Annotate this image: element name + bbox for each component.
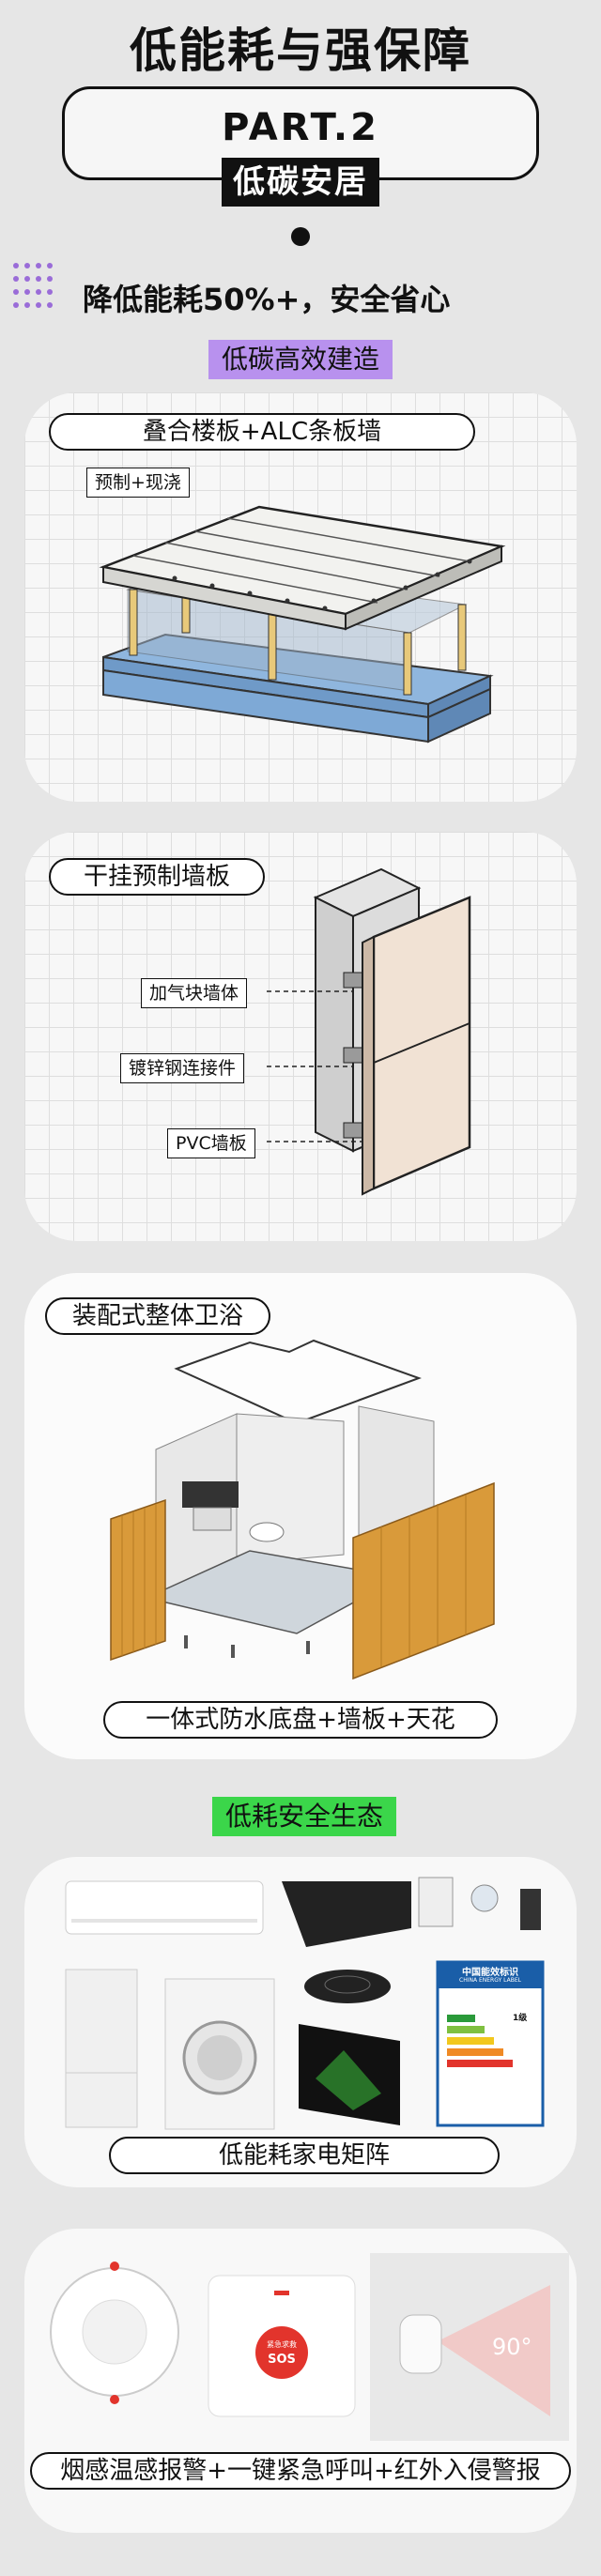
- safety-illustration: [50, 2253, 569, 2441]
- card-title: 干挂预制墙板: [49, 858, 265, 896]
- part-label: PART.2: [222, 106, 379, 149]
- wall-panel-illustration: [267, 867, 471, 1196]
- bathroom-caption: 一体式防水底盘+墙板+天花: [103, 1701, 498, 1739]
- wall-label-connector: 镀锌钢连接件: [120, 1053, 245, 1083]
- decorative-dots-icon: [13, 263, 54, 319]
- floor-slab-illustration: [99, 505, 506, 744]
- bathroom-illustration: [110, 1339, 495, 1680]
- safety-caption: 烟感温感报警+一键紧急呼叫+红外入侵警报: [30, 2452, 571, 2490]
- card-title: 叠合楼板+ALC条板墙: [49, 413, 475, 451]
- sos-text: SOS: [268, 2353, 296, 2367]
- section-tag-low-carbon: 低碳高效建造: [208, 340, 393, 379]
- wall-label-block: 加气块墙体: [141, 978, 248, 1008]
- energy-label-grade: 1级: [513, 2014, 528, 2023]
- card-safety: 紧急求救 SOS 90° 烟感温感报警+一键紧急呼叫+红外入侵警报: [24, 2229, 577, 2533]
- precast-label: 预制+现浇: [86, 468, 190, 498]
- card-appliances: 中国能效标识 CHINA ENERGY LABEL 1级 低能耗家电矩阵: [24, 1857, 577, 2187]
- angle-text: 90°: [492, 2334, 532, 2360]
- wall-label-pvc: PVC墙板: [167, 1128, 255, 1158]
- appliances-caption: 低能耗家电矩阵: [109, 2137, 500, 2174]
- bullet-dot: [291, 227, 310, 246]
- energy-label-subtitle: CHINA ENERGY LABEL: [459, 1977, 521, 1984]
- sos-top-text: 紧急求救: [267, 2340, 297, 2349]
- section-tag-eco: 低耗安全生态: [212, 1797, 396, 1836]
- page-title: 低能耗与强保障: [130, 23, 471, 78]
- card-wall-panel: 干挂预制墙板 加气块墙体 镀锌钢连接件 PVC墙板: [24, 832, 577, 1241]
- part-subtitle: 低碳安居: [222, 158, 379, 207]
- slogan: 降低能耗50%+，安全省心: [83, 282, 451, 317]
- card-bathroom: 装配式整体卫浴 一体式防水底盘+墙板+天花: [24, 1273, 577, 1759]
- energy-label-title: 中国能效标识: [462, 1968, 518, 1978]
- appliances-illustration: [65, 1877, 545, 2130]
- card-floor-slab: 叠合楼板+ALC条板墙 预制+现浇: [24, 392, 577, 802]
- card-title: 装配式整体卫浴: [45, 1297, 270, 1335]
